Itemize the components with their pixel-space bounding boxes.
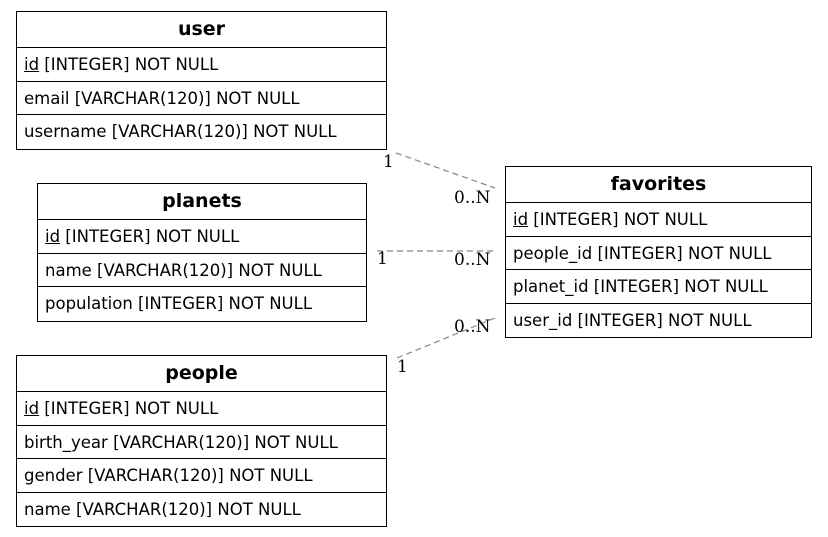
attribute-row: id [INTEGER] NOT NULL bbox=[38, 220, 366, 254]
cardinality-planets-side: 1 bbox=[377, 249, 388, 269]
attribute-row: planet_id [INTEGER] NOT NULL bbox=[506, 270, 811, 304]
attribute-row: username [VARCHAR(120)] NOT NULL bbox=[17, 115, 386, 149]
primary-key: id bbox=[24, 55, 40, 74]
entity-people: people id [INTEGER] NOT NULL birth_year … bbox=[16, 355, 387, 528]
attribute-row: user_id [INTEGER] NOT NULL bbox=[506, 304, 811, 338]
attribute-row: birth_year [VARCHAR(120)] NOT NULL bbox=[17, 426, 386, 460]
attribute-row: id [INTEGER] NOT NULL bbox=[17, 392, 386, 426]
attribute-text: name [VARCHAR(120)] NOT NULL bbox=[24, 499, 301, 519]
attribute-text: email [VARCHAR(120)] NOT NULL bbox=[24, 88, 300, 108]
attribute-row: people_id [INTEGER] NOT NULL bbox=[506, 237, 811, 271]
attribute-row: email [VARCHAR(120)] NOT NULL bbox=[17, 82, 386, 116]
entity-favorites: favorites id [INTEGER] NOT NULL people_i… bbox=[505, 166, 812, 339]
attribute-row: id [INTEGER] NOT NULL bbox=[17, 48, 386, 82]
attribute-text: username [VARCHAR(120)] NOT NULL bbox=[24, 122, 337, 142]
primary-key: id bbox=[513, 210, 529, 229]
attribute-text: [INTEGER] NOT NULL bbox=[39, 399, 219, 418]
attribute-text: gender [VARCHAR(120)] NOT NULL bbox=[24, 466, 313, 486]
attribute-text: [INTEGER] NOT NULL bbox=[39, 55, 219, 74]
entity-title: favorites bbox=[506, 167, 811, 203]
cardinality-user-side: 1 bbox=[383, 152, 394, 172]
cardinality-favorites-side-user: 0..N bbox=[454, 188, 491, 208]
primary-key: id bbox=[45, 227, 61, 246]
attribute-text: [INTEGER] NOT NULL bbox=[60, 227, 240, 246]
attribute-text: name [VARCHAR(120)] NOT NULL bbox=[45, 260, 322, 280]
attribute-text: [INTEGER] NOT NULL bbox=[528, 210, 708, 229]
attribute-text: population [INTEGER] NOT NULL bbox=[45, 294, 313, 314]
entity-title: user bbox=[17, 12, 386, 48]
attribute-row: name [VARCHAR(120)] NOT NULL bbox=[38, 254, 366, 288]
relationship-line-people-favorites bbox=[396, 317, 496, 359]
entity-title: people bbox=[17, 356, 386, 392]
attribute-row: population [INTEGER] NOT NULL bbox=[38, 287, 366, 321]
entity-title: planets bbox=[38, 184, 366, 220]
attribute-row: gender [VARCHAR(120)] NOT NULL bbox=[17, 459, 386, 493]
primary-key: id bbox=[24, 399, 40, 418]
attribute-text: birth_year [VARCHAR(120)] NOT NULL bbox=[24, 432, 338, 452]
attribute-text: planet_id [INTEGER] NOT NULL bbox=[513, 277, 768, 297]
attribute-row: name [VARCHAR(120)] NOT NULL bbox=[17, 493, 386, 527]
cardinality-favorites-side-people: 0..N bbox=[454, 317, 491, 337]
cardinality-people-side: 1 bbox=[397, 357, 408, 377]
attribute-text: user_id [INTEGER] NOT NULL bbox=[513, 310, 752, 330]
cardinality-favorites-side-planets: 0..N bbox=[454, 250, 491, 270]
entity-user: user id [INTEGER] NOT NULL email [VARCHA… bbox=[16, 11, 387, 150]
relationship-line-user-favorites bbox=[395, 152, 496, 189]
attribute-row: id [INTEGER] NOT NULL bbox=[506, 203, 811, 237]
entity-planets: planets id [INTEGER] NOT NULL name [VARC… bbox=[37, 183, 367, 322]
attribute-text: people_id [INTEGER] NOT NULL bbox=[513, 243, 772, 263]
